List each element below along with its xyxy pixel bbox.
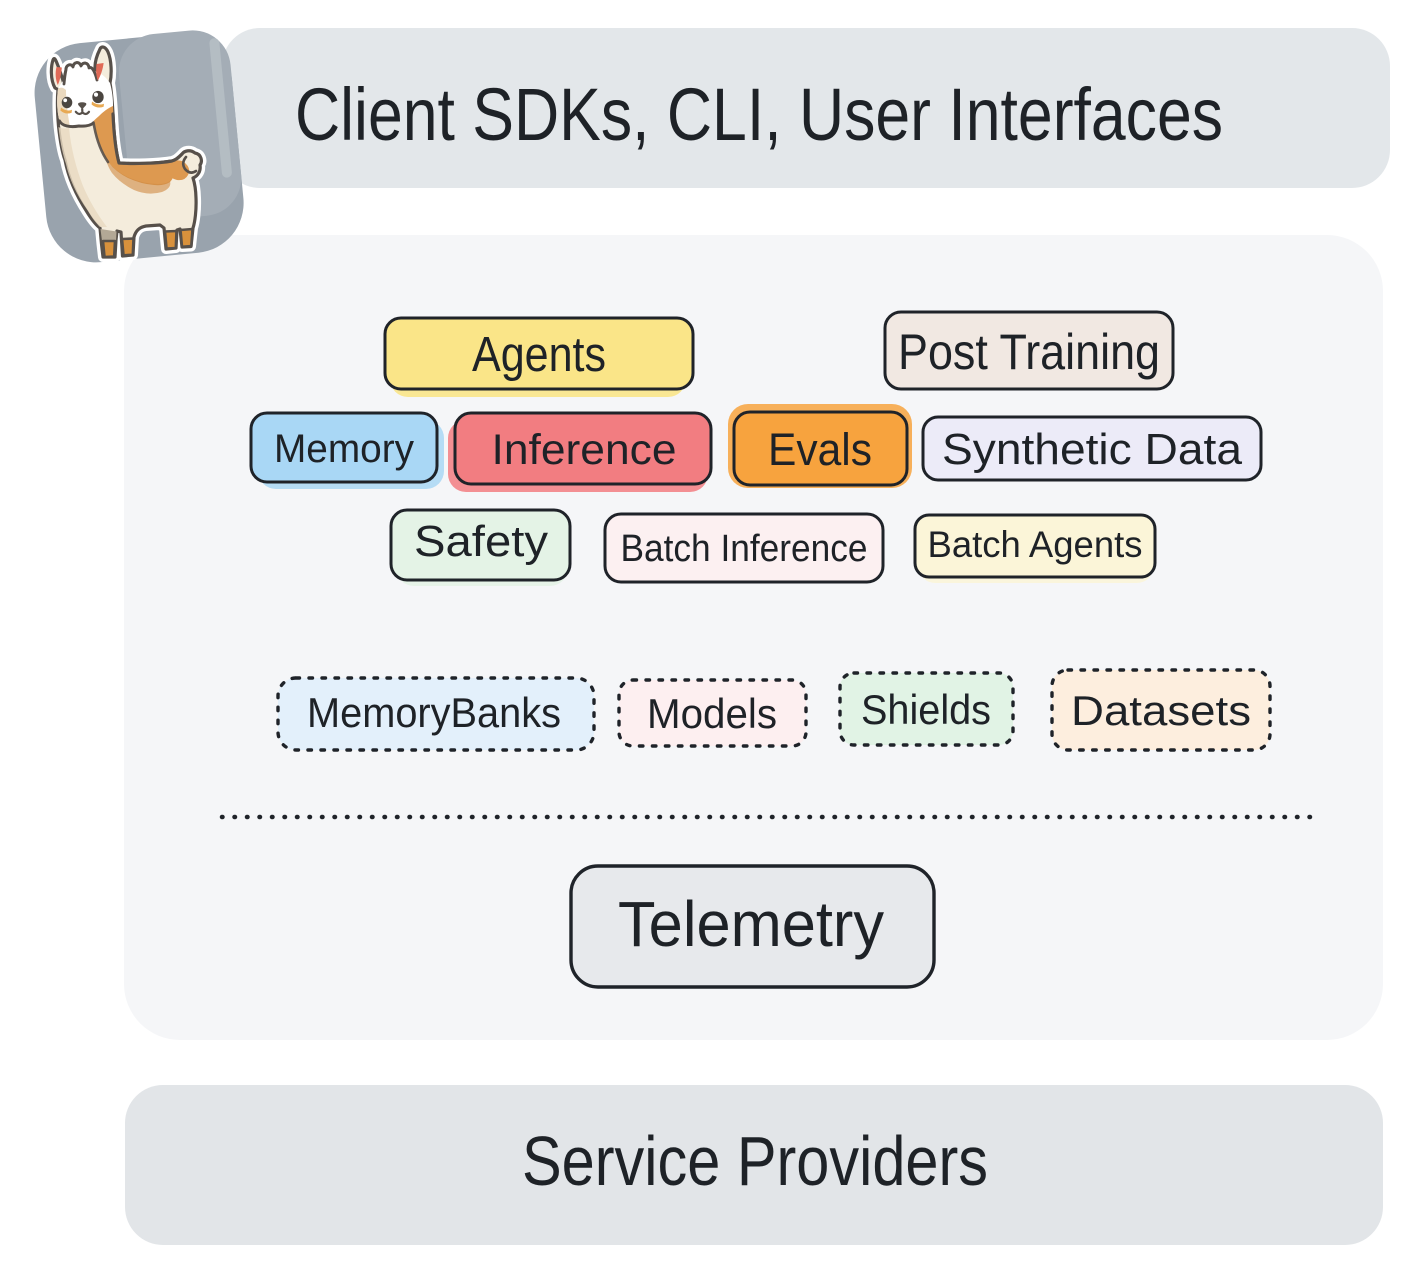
svg-text:Evals: Evals bbox=[768, 424, 872, 475]
svg-text:Models: Models bbox=[647, 690, 777, 737]
svg-text:Datasets: Datasets bbox=[1071, 687, 1251, 734]
svg-text:Memory: Memory bbox=[274, 427, 414, 471]
svg-text:Batch Agents: Batch Agents bbox=[928, 524, 1143, 565]
svg-text:Inference: Inference bbox=[492, 426, 677, 474]
svg-text:Service Providers: Service Providers bbox=[522, 1122, 988, 1200]
svg-text:Safety: Safety bbox=[414, 517, 548, 566]
svg-text:Telemetry: Telemetry bbox=[618, 888, 884, 960]
svg-text:Shields: Shields bbox=[861, 686, 991, 733]
svg-text:MemoryBanks: MemoryBanks bbox=[307, 689, 561, 736]
svg-text:Client SDKs, CLI, User Interfa: Client SDKs, CLI, User Interfaces bbox=[295, 73, 1223, 156]
svg-text:Batch Inference: Batch Inference bbox=[621, 528, 868, 570]
svg-text:Agents: Agents bbox=[472, 328, 606, 382]
svg-text:Post Training: Post Training bbox=[898, 324, 1160, 380]
svg-text:Synthetic Data: Synthetic Data bbox=[942, 425, 1243, 474]
